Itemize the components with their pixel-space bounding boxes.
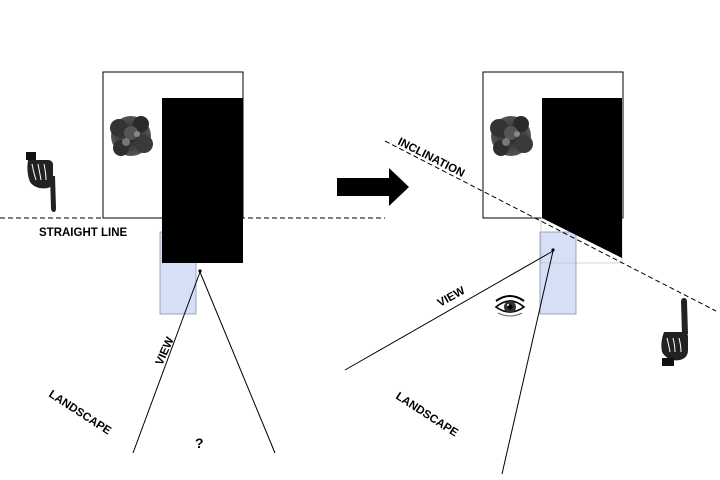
left-landscape-label: LANDSCAPE bbox=[46, 388, 113, 437]
question-mark: ? bbox=[195, 435, 204, 451]
right-black-block bbox=[542, 98, 622, 258]
left-panel: STRAIGHT LINE VIEW LANDSCAPE ? bbox=[0, 71, 385, 454]
inclination-label: INCLINATION bbox=[396, 136, 467, 180]
right-view-box bbox=[539, 231, 577, 315]
left-view-line-a bbox=[132, 271, 201, 454]
inclination-line bbox=[384, 140, 717, 312]
tree-icon bbox=[110, 116, 153, 156]
right-view-point bbox=[551, 248, 555, 252]
right-view-line-a bbox=[344, 250, 554, 371]
right-landscape-label: LANDSCAPE bbox=[393, 390, 460, 439]
right-view-label: VIEW bbox=[436, 285, 468, 310]
straight-line-label: STRAIGHT LINE bbox=[39, 227, 127, 239]
left-view-point bbox=[198, 269, 202, 273]
pointing-hand-icon bbox=[26, 152, 56, 212]
pointing-hand-icon bbox=[661, 298, 688, 366]
right-arrow-icon bbox=[337, 168, 409, 206]
left-view-label: VIEW bbox=[154, 335, 177, 367]
eye-icon bbox=[494, 295, 526, 317]
tree-icon bbox=[490, 116, 533, 156]
left-view-line-b bbox=[199, 271, 276, 454]
right-view-line-b bbox=[501, 250, 554, 475]
left-black-block bbox=[162, 98, 243, 263]
right-panel: INCLINATION VIEW LANDSCAPE bbox=[344, 71, 717, 475]
